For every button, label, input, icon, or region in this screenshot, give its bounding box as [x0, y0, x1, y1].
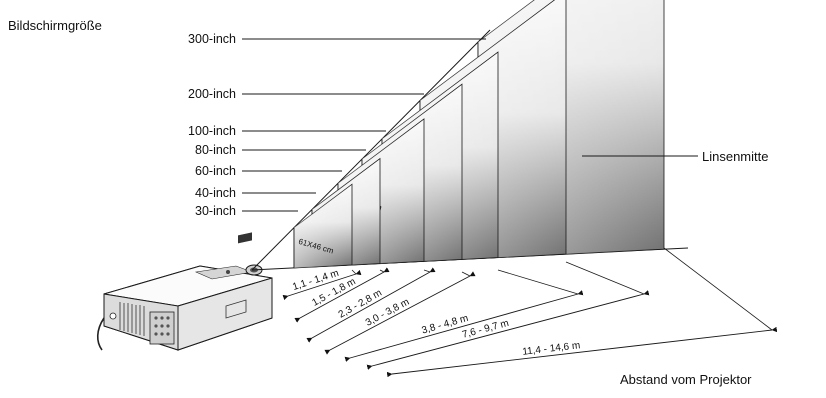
distance-labels-group: 1,1 - 1,4 m1,5 - 1,8 m2,3 - 2,8 m3,0 - 3…	[282, 247, 778, 378]
screen-size-label: 100-inch	[188, 124, 236, 138]
distance-extension-line	[351, 269, 357, 275]
screen-size-label: 300-inch	[188, 32, 236, 46]
screen-size-label: 60-inch	[195, 164, 236, 178]
distance-axis-label: Abstand vom Projektor	[620, 372, 752, 387]
distance-extension-line	[497, 269, 579, 295]
lens-center-label: Linsenmitte	[702, 149, 768, 164]
beam-upper-edge	[251, 29, 491, 271]
screen-size-heading: Bildschirmgröße	[8, 18, 102, 33]
screen-size-label: 30-inch	[195, 204, 236, 218]
distance-extension-line	[379, 269, 385, 273]
screens-group: 610X460 cm410X300 cm200X150 cm160X120 cm…	[293, 0, 665, 269]
distance-arrow	[366, 290, 650, 370]
screen-size-label: 200-inch	[188, 87, 236, 101]
screen-size-label: 80-inch	[195, 143, 236, 157]
distance-extension-line	[565, 261, 645, 295]
distance-extension-line	[423, 269, 431, 273]
projector-illustration	[96, 232, 273, 351]
distance-extension-line	[663, 247, 773, 331]
distance-arrow	[386, 326, 778, 378]
size-labels-group: 30-inch 40-inch 60-inch 80-inch 100-inch 200-…	[188, 32, 486, 218]
screen-highlight	[294, 184, 352, 268]
screen-size-label: 40-inch	[195, 186, 236, 200]
distance-extension-line	[461, 271, 471, 277]
